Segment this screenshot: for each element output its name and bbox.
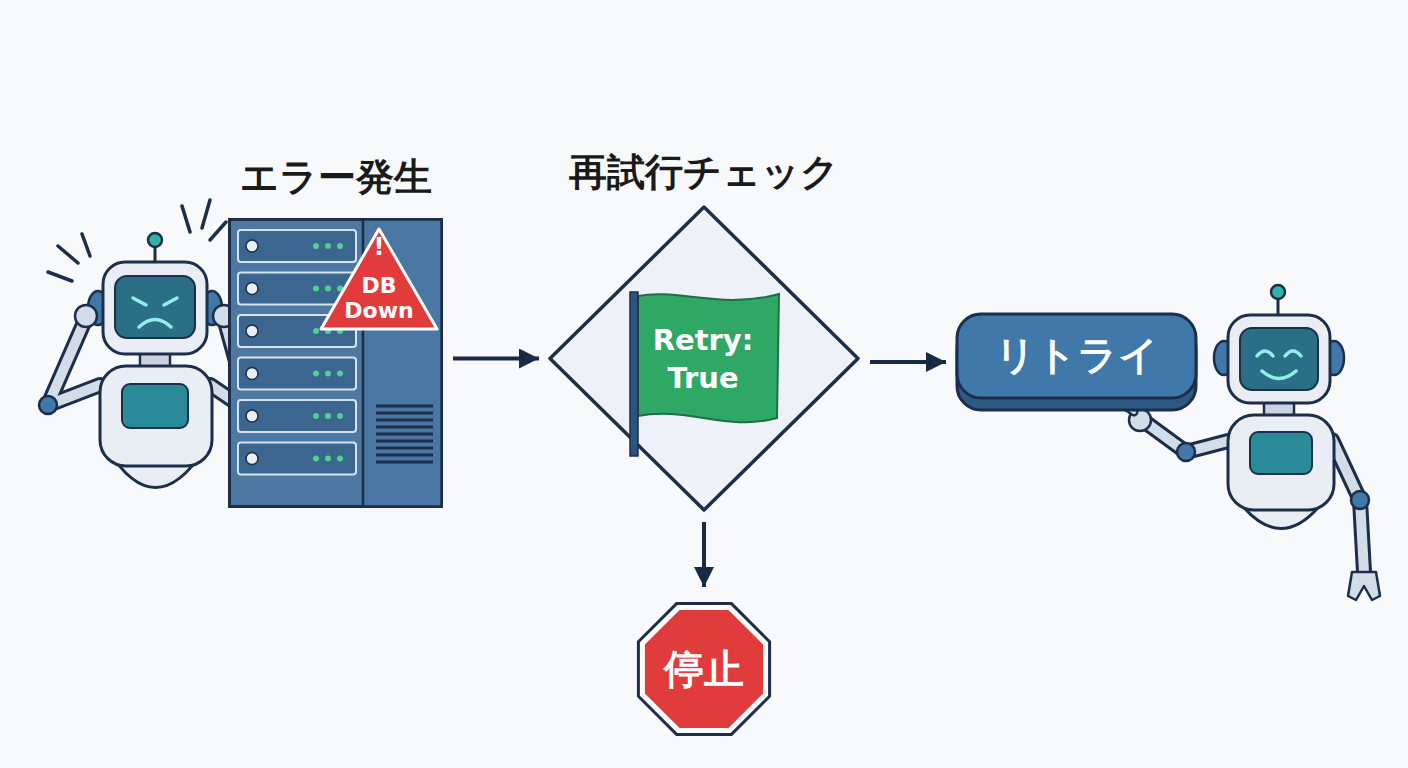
status-light [325, 243, 331, 249]
rack-vent [376, 440, 433, 443]
worried-robot [100, 366, 212, 466]
rack-vent [376, 412, 433, 415]
drawer-knob [246, 325, 258, 337]
drawer-knob [246, 410, 258, 422]
worried-robot [39, 200, 259, 488]
happy-robot [1351, 491, 1369, 509]
stop-label: 停止 [630, 596, 778, 742]
stop-sign: 停止 [630, 596, 778, 742]
worried-robot [148, 233, 162, 247]
happy-robot [1228, 315, 1330, 403]
warning-triangle: ! DB Down [318, 226, 440, 332]
status-light [337, 371, 343, 377]
happy-robot [1228, 415, 1334, 510]
alarm-lines [182, 206, 190, 232]
worried-robot [133, 298, 177, 305]
alarm-lines [82, 234, 90, 256]
status-light [313, 456, 319, 462]
retry-flag: Retry: True [628, 290, 783, 458]
rack-drawer [238, 443, 356, 475]
warning-outline [321, 229, 437, 329]
happy-robot [1240, 328, 1318, 390]
drawer-knob [246, 368, 258, 380]
status-light [313, 371, 319, 377]
worried-robot [75, 305, 97, 327]
rack-vent [376, 461, 433, 464]
rack-vent [376, 454, 433, 457]
button-label: リトライ [955, 312, 1198, 398]
rack-vent [376, 405, 433, 408]
status-light [325, 371, 331, 377]
rack-vent [376, 426, 433, 429]
flow-arrow [453, 357, 539, 361]
worried-robot [122, 384, 188, 428]
rack-drawer [238, 230, 356, 262]
happy-robot [1177, 443, 1195, 461]
warning-mark: ! [349, 234, 409, 260]
worried-robot [48, 318, 100, 405]
flow-arrow [702, 522, 706, 587]
alarm-lines [210, 222, 226, 240]
status-light [337, 413, 343, 419]
flag-pole [630, 292, 638, 456]
worried-robot [48, 318, 100, 405]
happy-robot [1271, 285, 1285, 299]
step-heading: 再試行チェック [488, 149, 920, 195]
diamond-outline [550, 207, 858, 510]
rack-vent [376, 447, 433, 450]
alarm-lines [202, 200, 210, 228]
flow-arrow [870, 360, 946, 364]
server-rack: エラー発生!DB Down [228, 218, 443, 508]
drawer-knob [246, 453, 258, 465]
status-light [337, 243, 343, 249]
status-light [325, 456, 331, 462]
status-light [313, 328, 319, 334]
worried-robot [115, 276, 195, 338]
step-heading: エラー発生 [148, 154, 523, 200]
happy-robot [1262, 371, 1296, 379]
status-light [313, 286, 319, 292]
worried-robot [139, 320, 171, 328]
rack-vent [376, 433, 433, 436]
worried-robot [39, 396, 57, 414]
happy-robot [1348, 572, 1380, 600]
decision-diamond: 再試行チェックRetry: True [548, 205, 860, 512]
error-label: DB Down [339, 273, 419, 323]
flag-label: Retry: True [641, 321, 765, 397]
drawer-knob [246, 283, 258, 295]
status-light [313, 413, 319, 419]
alarm-lines [58, 246, 78, 263]
rack-vent [376, 419, 433, 422]
happy-robot [1257, 351, 1301, 356]
flag-cloth [638, 294, 779, 422]
rack-drawer [238, 358, 356, 390]
alarm-lines [48, 272, 72, 281]
rack-frame [230, 220, 442, 507]
action-button: リトライ [955, 312, 1198, 412]
status-light [325, 286, 331, 292]
rack-drawer [238, 400, 356, 432]
worried-robot [103, 262, 207, 354]
status-light [337, 456, 343, 462]
server-rack-shape [228, 218, 443, 508]
status-light [325, 413, 331, 419]
drawer-knob [246, 240, 258, 252]
happy-robot [1250, 432, 1312, 474]
status-light [313, 243, 319, 249]
